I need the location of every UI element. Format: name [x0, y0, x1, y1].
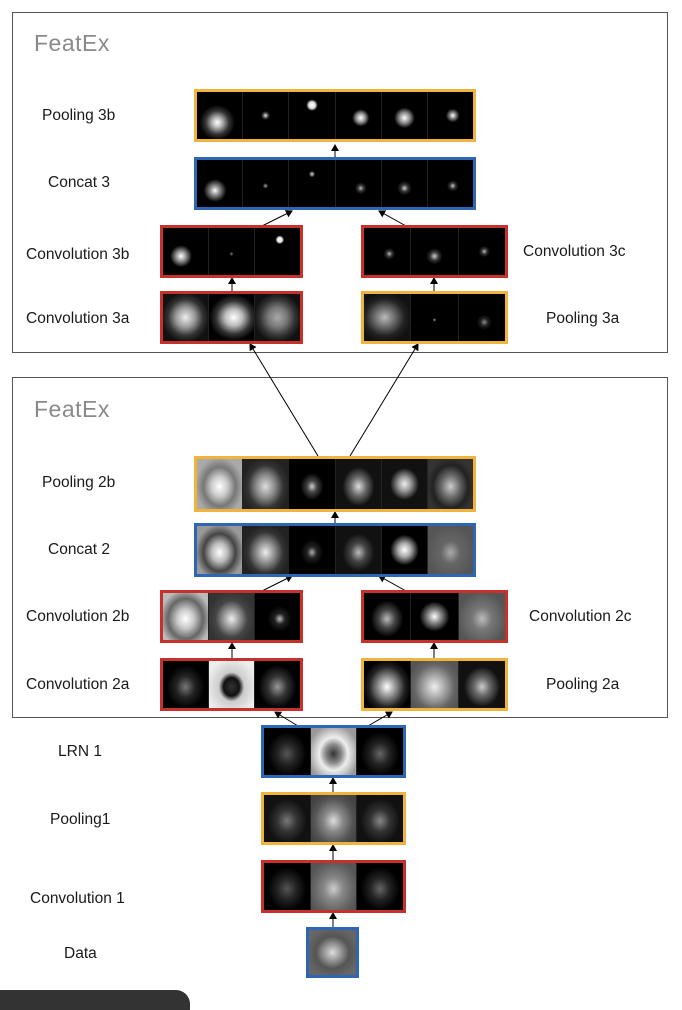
label-convolution-3b: Convolution 3b [26, 246, 130, 263]
featmap-convolution-2a [160, 658, 303, 711]
featmap-convolution-2b [160, 590, 303, 643]
label-pooling-3a: Pooling 3a [546, 310, 620, 327]
featmap-tile [255, 593, 300, 640]
featmap-tile [458, 228, 505, 275]
featmap-tile [427, 526, 473, 574]
featmap-tile [357, 795, 403, 842]
featmap-tile [364, 593, 412, 640]
featmap-tile [381, 92, 428, 139]
featmap-tile [289, 92, 336, 139]
featmap-pooling-3a [361, 291, 508, 344]
featmap-tile [243, 92, 290, 139]
featmap-tile [364, 661, 412, 708]
featmap-tile [381, 160, 428, 207]
featmap-tile [163, 228, 209, 275]
featmap-tile [243, 160, 290, 207]
featmap-tile [335, 526, 382, 574]
featmap-concat-3 [194, 157, 476, 210]
featmap-tile [335, 459, 382, 509]
featmap-tile [197, 160, 244, 207]
featmap-tile [310, 795, 358, 842]
label-concat-2: Concat 2 [48, 541, 111, 558]
featmap-tile [381, 526, 428, 574]
featmap-tile [364, 228, 412, 275]
featmap-tile [411, 661, 459, 708]
featmap-convolution-3c [361, 225, 508, 278]
featmap-tile [243, 526, 290, 574]
featmap-tile [427, 160, 473, 207]
featmap-tile [264, 728, 311, 775]
featmap-pooling-2b [194, 456, 476, 512]
featmap-tile [243, 459, 290, 509]
featex-group-top-title: FeatEx [34, 30, 110, 56]
label-data: Data [64, 945, 97, 962]
featmap-lrn-1 [261, 725, 406, 778]
featmap-tile [163, 661, 209, 708]
featmap-tile [264, 795, 311, 842]
label-pooling-2a: Pooling 2a [546, 676, 620, 693]
label-convolution-3c: Convolution 3c [523, 243, 626, 260]
featmap-tile [411, 294, 459, 341]
label-pooling-1: Pooling1 [50, 811, 111, 828]
featmap-tile [197, 459, 244, 509]
featmap-data [306, 927, 359, 978]
featmap-tile [458, 593, 505, 640]
label-pooling-2b: Pooling 2b [42, 474, 116, 491]
featmap-tile [411, 228, 459, 275]
label-pooling-3b: Pooling 3b [42, 107, 116, 124]
featmap-tile [255, 294, 300, 341]
featmap-tile [335, 92, 382, 139]
featmap-tile [289, 459, 336, 509]
featmap-tile [458, 294, 505, 341]
featmap-pooling-1 [261, 792, 406, 845]
featmap-tile [357, 863, 403, 910]
featmap-tile [381, 459, 428, 509]
featmap-tile [197, 526, 244, 574]
featmap-tile [427, 92, 473, 139]
featmap-tile [289, 160, 336, 207]
featmap-tile [163, 294, 209, 341]
featmap-tile [310, 863, 358, 910]
featmap-tile [289, 526, 336, 574]
bottom-bar [0, 990, 190, 1010]
label-convolution-2c: Convolution 2c [529, 608, 632, 625]
label-lrn-1: LRN 1 [58, 743, 102, 760]
featmap-tile [364, 294, 412, 341]
featmap-tile [209, 661, 255, 708]
featmap-tile [427, 459, 473, 509]
label-concat-3: Concat 3 [48, 174, 111, 191]
featmap-convolution-3a [160, 291, 303, 344]
featmap-pooling-2a [361, 658, 508, 711]
featmap-tile [264, 863, 311, 910]
label-convolution-1: Convolution 1 [30, 890, 125, 907]
featmap-convolution-1 [261, 860, 406, 913]
label-convolution-2b: Convolution 2b [26, 608, 130, 625]
featex-group-middle-title: FeatEx [34, 396, 110, 422]
featmap-tile [209, 294, 255, 341]
featmap-tile [163, 593, 209, 640]
featmap-pooling-3b [194, 89, 476, 142]
featmap-tile [458, 661, 505, 708]
featmap-convolution-2c [361, 590, 508, 643]
featmap-tile [310, 728, 358, 775]
featmap-tile [209, 593, 255, 640]
featmap-concat-2 [194, 523, 476, 577]
label-convolution-2a: Convolution 2a [26, 676, 130, 693]
featmap-tile [411, 593, 459, 640]
featmap-tile [335, 160, 382, 207]
featmap-tile [197, 92, 244, 139]
data-input-image [309, 930, 356, 975]
featmap-convolution-3b [160, 225, 303, 278]
featmap-tile [255, 228, 300, 275]
label-convolution-3a: Convolution 3a [26, 310, 130, 327]
featmap-tile [255, 661, 300, 708]
featmap-tile [209, 228, 255, 275]
featmap-tile [357, 728, 403, 775]
